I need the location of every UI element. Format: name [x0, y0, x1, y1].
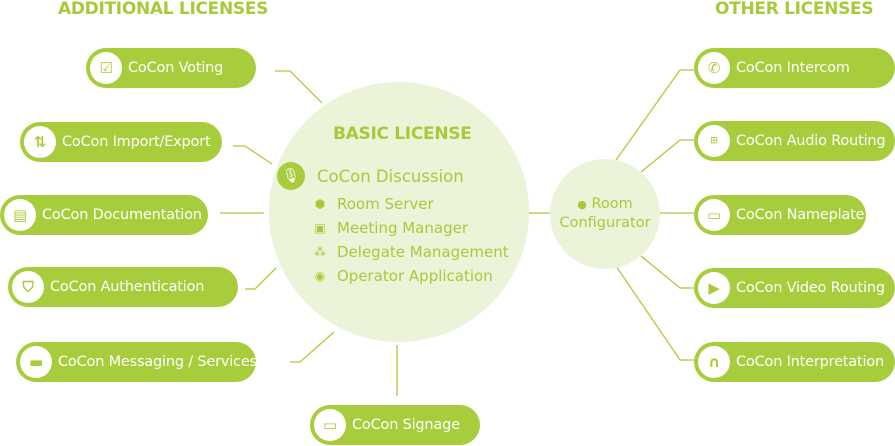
basic-license-circle	[269, 82, 529, 342]
phone-icon: ✆	[698, 52, 730, 84]
audio-matrix-icon: ⊞	[698, 125, 730, 157]
pill-label: CoCon Voting	[128, 60, 224, 76]
configurator-label: Configurator	[559, 215, 651, 231]
display-icon: ▭	[314, 409, 346, 441]
pill-label: CoCon Interpretation	[736, 354, 884, 370]
module-delegate-management: ⁂ Delegate Management	[313, 243, 509, 261]
module-label: Room Server	[337, 195, 434, 213]
pill-cocon-intercom[interactable]: ✆ CoCon Intercom	[694, 48, 895, 88]
pill-cocon-nameplate[interactable]: ▭ CoCon Nameplate	[694, 195, 866, 235]
chat-icon: ▬	[20, 346, 52, 378]
pill-cocon-interpretation[interactable]: ∩ CoCon Interpretation	[694, 342, 895, 382]
pill-label: CoCon Intercom	[736, 60, 850, 76]
pill-label: CoCon Import/Export	[62, 134, 211, 150]
pill-cocon-messaging[interactable]: ▬ CoCon Messaging / Services	[16, 342, 257, 382]
broadcast-icon: ◉	[314, 269, 326, 283]
room-label: Room	[591, 196, 633, 212]
pill-label: CoCon Signage	[352, 417, 460, 433]
module-meeting-manager: ▣ Meeting Manager	[313, 219, 468, 237]
pill-cocon-import-export[interactable]: ⇅ CoCon Import/Export	[20, 122, 222, 162]
pill-label: CoCon Authentication	[50, 279, 205, 295]
document-icon: ▤	[4, 199, 36, 231]
pill-label: CoCon Nameplate	[736, 207, 865, 223]
pill-label: CoCon Messaging / Services	[58, 354, 257, 370]
additional-licenses-heading: ADDITIONAL LICENSES	[58, 0, 269, 19]
module-label: Operator Application	[337, 267, 493, 285]
pill-cocon-authentication[interactable]: ⛉ CoCon Authentication	[8, 267, 238, 307]
pill-label: CoCon Documentation	[42, 207, 202, 223]
pill-cocon-video-routing[interactable]: ▶ CoCon Video Routing	[694, 268, 895, 308]
pill-cocon-audio-routing[interactable]: ⊞ CoCon Audio Routing	[694, 121, 895, 161]
module-label: Delegate Management	[337, 243, 509, 261]
checkbox-icon: ☑	[90, 52, 122, 84]
contact-book-icon: ▣	[314, 221, 326, 235]
microphone-icon: 🎙	[277, 162, 305, 190]
headset-icon: ∩	[698, 346, 730, 378]
people-icon: ●	[577, 198, 587, 211]
module-room-server: ⬢ Room Server	[313, 195, 434, 213]
module-operator-application: ◉ Operator Application	[313, 267, 493, 285]
org-chart-icon: ⁂	[314, 245, 326, 259]
other-licenses-heading: OTHER LICENSES	[715, 0, 874, 19]
basic-license-title: BASIC LICENSE	[333, 124, 472, 144]
cube-icon: ⬢	[314, 197, 326, 211]
pill-cocon-documentation[interactable]: ▤ CoCon Documentation	[0, 195, 208, 235]
up-down-arrows-icon: ⇅	[24, 126, 56, 158]
room-configurator-circle	[550, 159, 660, 269]
module-label: Meeting Manager	[337, 219, 468, 237]
nameplate-icon: ▭	[698, 199, 730, 231]
pill-label: CoCon Video Routing	[736, 280, 885, 296]
discussion-label: CoCon Discussion	[317, 166, 464, 186]
pill-cocon-signage[interactable]: ▭ CoCon Signage	[310, 405, 480, 445]
pill-cocon-voting[interactable]: ☑ CoCon Voting	[86, 48, 256, 88]
cocon-discussion: 🎙 CoCon Discussion	[277, 162, 464, 190]
pill-label: CoCon Audio Routing	[736, 133, 886, 149]
shield-icon: ⛉	[12, 271, 44, 303]
video-icon: ▶	[698, 272, 730, 304]
